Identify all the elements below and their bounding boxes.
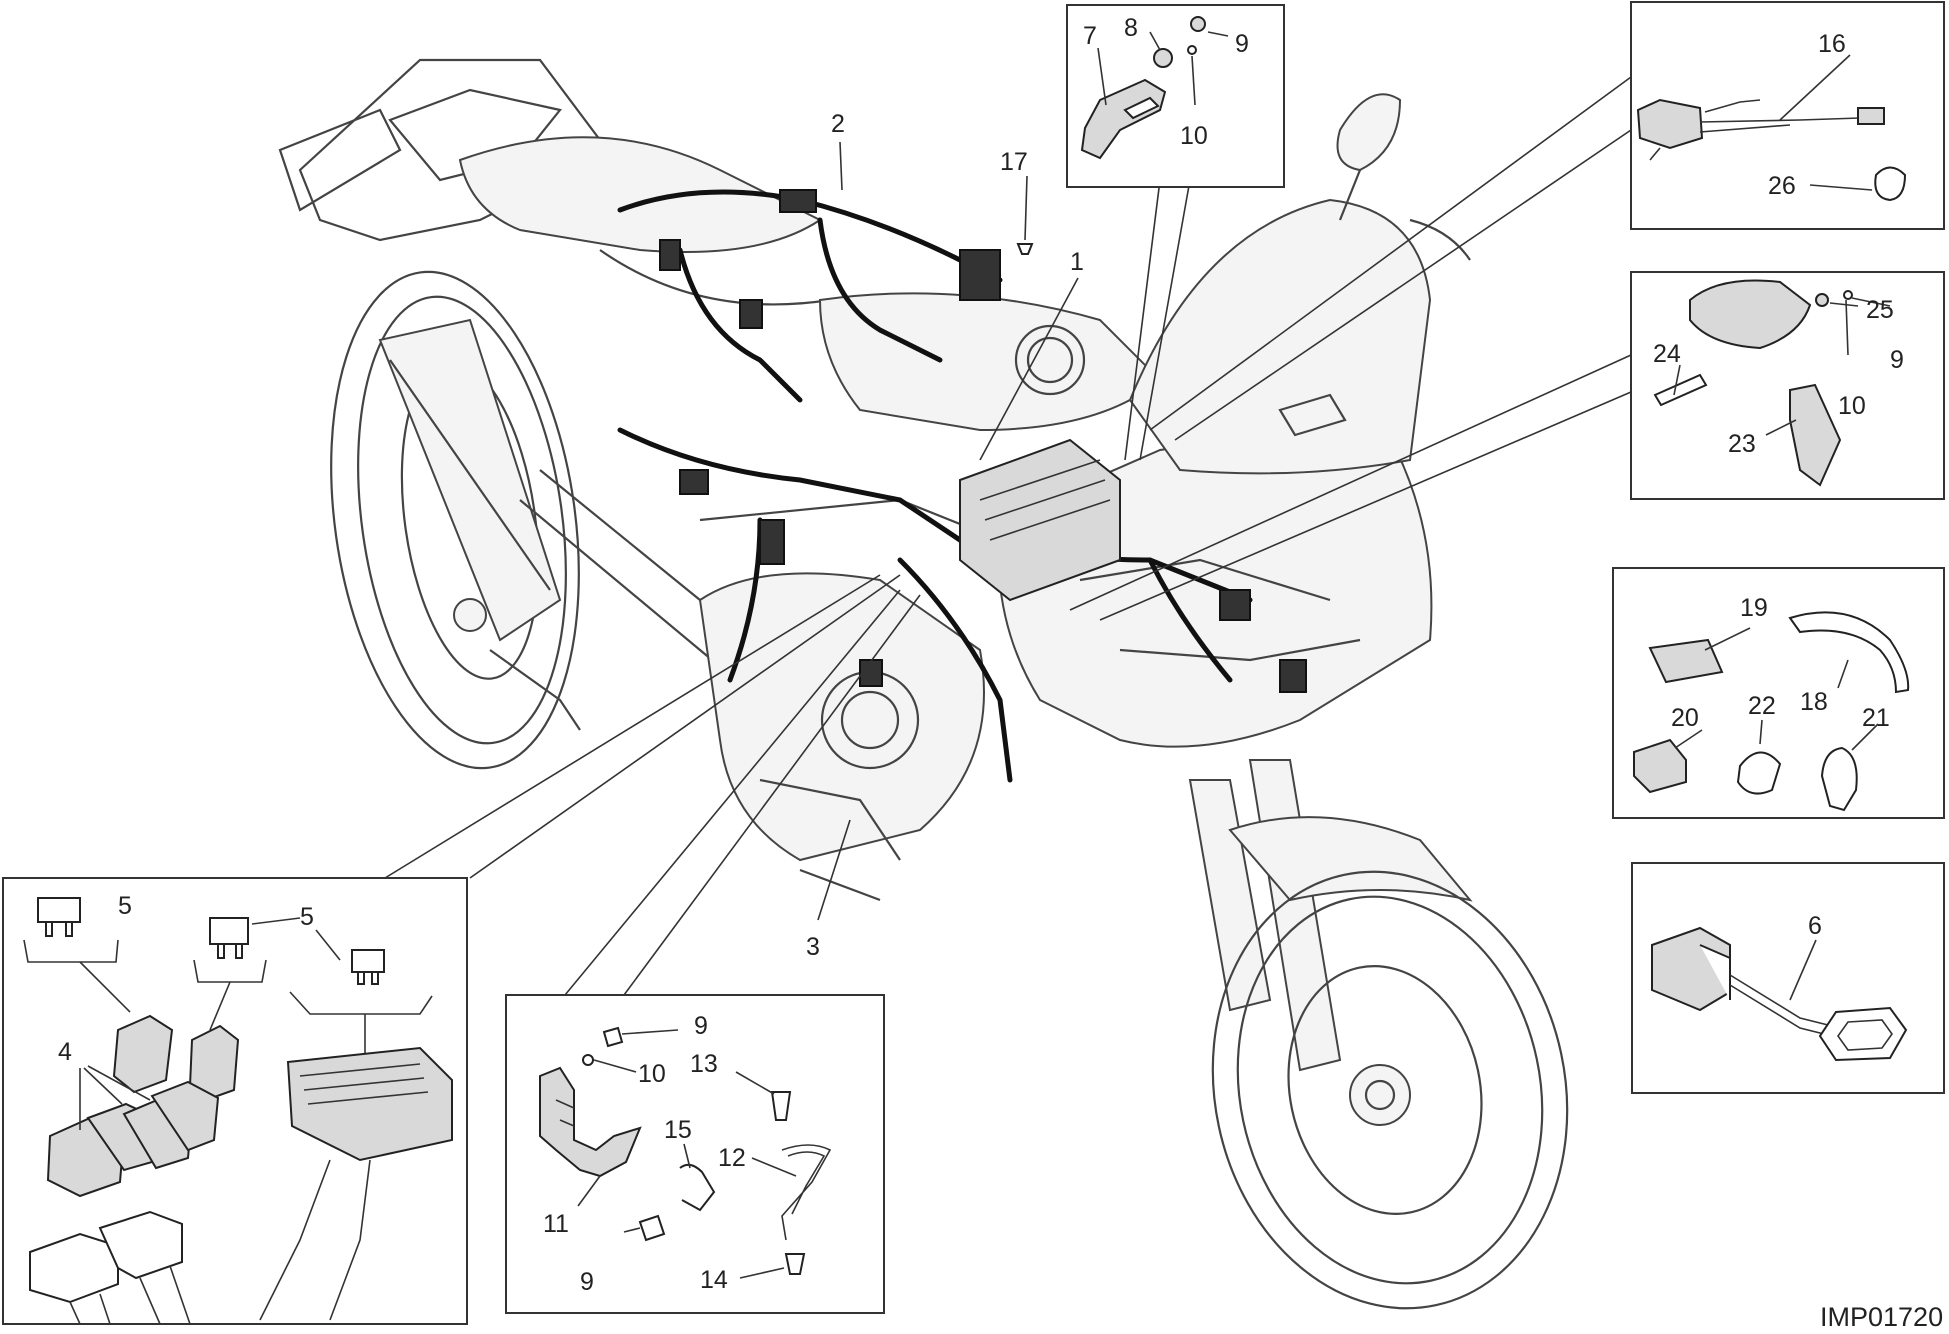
motorcycle-illustration: [278, 58, 1569, 1310]
callout-10: 10: [638, 1060, 666, 1088]
callout-14: 14: [700, 1266, 728, 1294]
detail-box-bracket-top: 7 8 9 10: [1066, 4, 1285, 188]
callout-16: 16: [1818, 30, 1846, 58]
callout-18: 18: [1800, 688, 1828, 716]
callout-26: 26: [1768, 172, 1796, 200]
detail-box-mirror-bracket: 25 9 24 10 23: [1630, 271, 1945, 500]
callout-5: 5: [300, 903, 314, 931]
detail-box-cable-clips: 19 18 20 22 21: [1612, 567, 1945, 819]
callout-19: 19: [1740, 594, 1768, 622]
callout-7: 7: [1083, 22, 1097, 50]
callout-20: 20: [1671, 704, 1699, 732]
callout-22: 22: [1748, 692, 1776, 720]
callout-3: 3: [806, 933, 820, 961]
callout-17: 17: [1000, 148, 1028, 176]
detail-box-sensor-cable: 16 26: [1630, 1, 1945, 230]
callout-1: 1: [1070, 248, 1084, 276]
drawing-code: IMP01720: [1820, 1302, 1943, 1332]
callout-8: 8: [1124, 14, 1138, 42]
callout-9: 9: [1890, 346, 1904, 374]
callout-15: 15: [664, 1116, 692, 1144]
callout-5: 5: [118, 892, 132, 920]
callout-9: 9: [1235, 30, 1249, 58]
callout-2: 2: [831, 110, 845, 138]
callout-25: 25: [1866, 296, 1894, 324]
callout-4: 4: [58, 1038, 72, 1066]
callout-23: 23: [1728, 430, 1756, 458]
callout-24: 24: [1653, 340, 1681, 368]
callout-9: 9: [694, 1012, 708, 1040]
detail-box-fuses-relays: 5 5 4: [2, 877, 468, 1325]
callout-9: 9: [580, 1268, 594, 1296]
callout-10: 10: [1838, 392, 1866, 420]
callout-6: 6: [1808, 912, 1822, 940]
callout-11: 11: [543, 1210, 569, 1238]
main-callouts: 2 17 1 3: [384, 76, 1632, 996]
callout-12: 12: [718, 1144, 746, 1172]
detail-box-bracket-ground: 9 10 13 15 12 11 9 14: [505, 994, 885, 1314]
callout-21: 21: [1862, 704, 1890, 732]
callout-13: 13: [690, 1050, 718, 1078]
wiring-harness: [617, 189, 1307, 783]
callout-10: 10: [1180, 122, 1208, 150]
detail-box-diagnostic-plug: 6: [1631, 862, 1945, 1094]
